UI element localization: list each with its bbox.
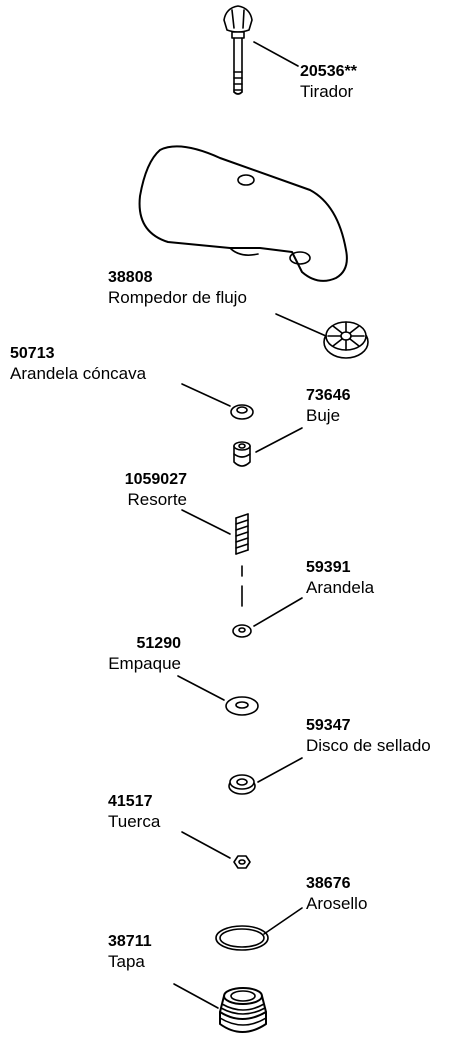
part-name: Arandela: [306, 578, 375, 597]
part-name: Empaque: [108, 654, 181, 673]
part-bushing: [233, 441, 251, 467]
part-cap: [219, 987, 267, 1033]
leader-line-tuerca: [181, 831, 231, 859]
callout-resorte: 1059027 Resorte: [125, 470, 187, 510]
part-tub-spout: [138, 145, 348, 282]
callout-rompedor-de-flujo: 38808 Rompedor de flujo: [108, 268, 247, 308]
part-number: 20536**: [300, 63, 357, 80]
part-name: Tapa: [108, 952, 145, 971]
callout-empaque: 51290 Empaque: [108, 634, 181, 674]
callout-tuerca: 41517 Tuerca: [108, 792, 160, 832]
part-name: Buje: [306, 406, 341, 425]
part-washer: [232, 624, 252, 638]
leader-line-empaque: [177, 675, 225, 701]
part-number: 41517: [108, 793, 153, 810]
leader-line-arosello: [263, 907, 303, 935]
part-number: 1059027: [124, 471, 187, 488]
part-number: 59391: [306, 559, 351, 576]
part-name: Disco de sellado: [306, 736, 431, 755]
callout-arandela: 59391 Arandela: [306, 558, 374, 598]
leader-line-resorte: [181, 509, 231, 535]
callout-tirador: 20536** Tirador: [300, 62, 357, 102]
part-spring: [235, 513, 249, 555]
leader-line-buje: [255, 427, 303, 453]
part-number: 73646: [306, 387, 351, 404]
part-nut: [233, 855, 251, 869]
callout-disco-de-sellado: 59347 Disco de sellado: [306, 716, 431, 756]
leader-line-tapa: [173, 983, 219, 1009]
callout-arosello: 38676 Arosello: [306, 874, 367, 914]
part-number: 50713: [10, 345, 55, 362]
leader-line-arandela: [253, 597, 303, 627]
leader-line-tirador: [253, 41, 299, 67]
leader-line-disco: [257, 757, 303, 783]
callout-buje: 73646 Buje: [306, 386, 351, 426]
callout-arandela-concava: 50713 Arandela cóncava: [10, 344, 146, 384]
leader-line-arandela-concava: [181, 383, 231, 407]
part-number: 38676: [306, 875, 351, 892]
part-seal-disc: [228, 774, 256, 795]
part-name: Tirador: [300, 82, 354, 101]
part-concave-washer: [230, 404, 254, 420]
part-number: 38808: [108, 269, 153, 286]
part-diverter-knob: [223, 5, 253, 95]
part-o-ring: [215, 925, 269, 951]
part-name: Arosello: [306, 894, 368, 913]
part-name: Arandela cóncava: [10, 364, 147, 383]
part-name: Rompedor de flujo: [108, 288, 247, 307]
part-number: 38711: [108, 933, 152, 950]
part-flow-breaker: [323, 321, 369, 359]
part-name: Tuerca: [108, 812, 161, 831]
part-number: 59347: [306, 717, 351, 734]
leader-line-rompedor: [275, 313, 327, 337]
callout-tapa: 38711 Tapa: [108, 932, 152, 972]
part-name: Resorte: [127, 490, 187, 509]
part-number: 51290: [136, 635, 182, 652]
part-gasket: [225, 696, 259, 716]
